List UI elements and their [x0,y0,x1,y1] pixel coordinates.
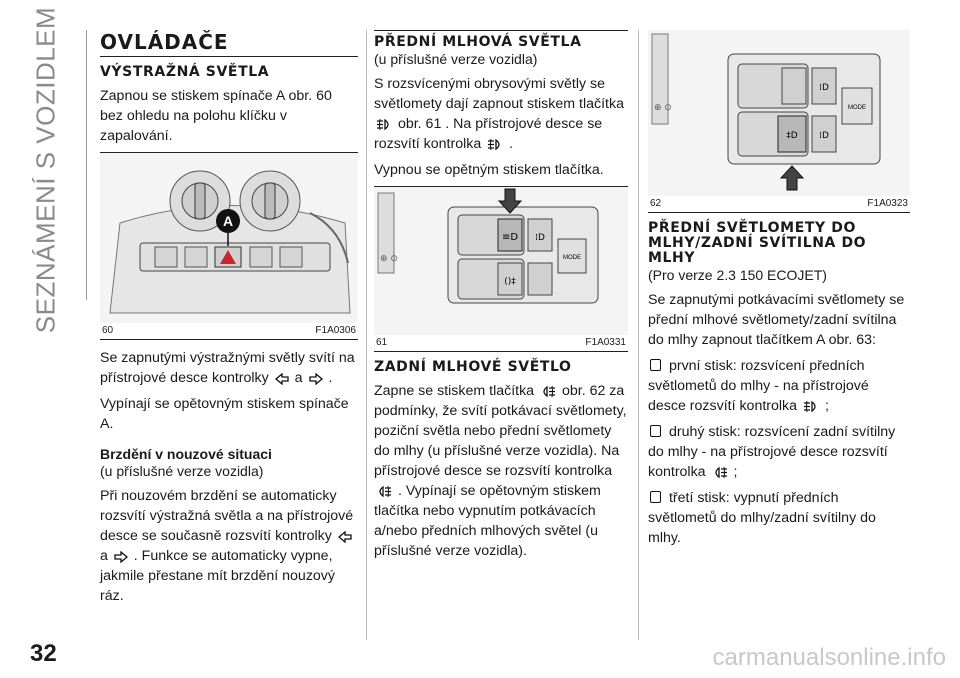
figure-number: 61 [376,337,388,348]
column-3: ⊕ ⊙ ⁞D ‡D ⁞D MODE 62 F1A0323 PŘEDNÍ SVĚT… [648,30,910,554]
checkbox-icon [650,425,661,437]
svg-text:()‡: ()‡ [504,277,516,287]
figure-caption: 62 F1A0323 [648,196,910,212]
section-title-controls: OVLÁDAČE [100,30,358,57]
list-item: druhý stisk: rozsvícení zadní svítilny d… [648,424,896,480]
subheading-emergency-braking: Brzdění v nouzové situaci [100,446,272,462]
front-fog-light-icon [488,138,500,151]
checkbox-icon [650,491,661,503]
paragraph: Při nouzovém brzdění se automaticky rozs… [100,488,354,604]
front-fog-light-icon [377,118,389,131]
svg-text:⊕ ⊙: ⊕ ⊙ [654,103,672,113]
svg-text:⊕ ⊙: ⊕ ⊙ [380,254,398,264]
heading-front-fog-lights: PŘEDNÍ MLHOVÁ SVĚTLA [374,30,628,50]
page-number: 32 [30,640,57,667]
front-fog-light-icon [803,400,816,413]
turn-right-icon [308,373,323,385]
rear-fog-light-icon [379,485,391,498]
mode-button-label: MODE [848,105,866,111]
paragraph: Vypínají se opětovným stiskem spínače A. [100,396,349,432]
turn-left-icon [337,531,352,543]
checkbox-icon [650,359,661,371]
paragraph: Zapne se stiskem tlačítka obr. 62 za pod… [374,383,627,559]
version-note: (Pro verze 2.3 150 ECOJET) [648,267,827,283]
version-note: (u příslušné verze vozidla) [374,51,538,67]
chapter-title: SEZNÁMENÍ S VOZIDLEM [30,6,61,334]
arrow-up-icon [779,165,805,191]
heading-hazard-lights: VÝSTRAŽNÁ SVĚTLA [100,64,270,80]
dashboard-hazard-switch-illustration: A [100,153,358,323]
figure-number: 60 [102,325,114,336]
figure-61: ⊕ ⊙ ≡D ⁞D ()‡ MODE 61 F1A0331 [374,186,628,352]
fog-light-switch-panel-illustration: ⊕ ⊙ ≡D ⁞D ()‡ MODE [374,187,628,335]
figure-60: A 60 F1A0306 [100,152,358,340]
figure-caption: 61 F1A0331 [374,335,628,351]
paragraph: Se zapnutými výstražnými světly svítí na… [100,350,355,386]
version-note: (u příslušné verze vozidla) [100,463,264,479]
sidebar-divider [86,30,87,300]
watermark: carmanualsonline.info [712,644,946,671]
paragraph: Vypnou se opětným stiskem tlačítka. [374,162,604,178]
column-2: PŘEDNÍ MLHOVÁ SVĚTLA (u příslušné verze … [374,30,628,567]
heading-front-fog-rear-fog: PŘEDNÍ SVĚTLOMETY DO MLHY/ZADNÍ SVÍTILNA… [648,220,867,266]
column-1: OVLÁDAČE VÝSTRAŽNÁ SVĚTLA Zapnou se stis… [100,30,358,612]
figure-62: ⊕ ⊙ ⁞D ‡D ⁞D MODE 62 F1A0323 [648,30,910,213]
rear-fog-light-icon [714,466,727,479]
svg-text:⁞D: ⁞D [819,83,829,93]
paragraph: S rozsvícenými obrysovými světly se svět… [374,76,624,152]
arrow-down-icon [497,188,523,214]
list-item: první stisk: rozsvícení předních světlom… [648,358,869,414]
figure-caption: 60 F1A0306 [100,323,358,339]
svg-text:≡D: ≡D [502,232,518,243]
column-divider [638,30,639,640]
svg-text:⁞D: ⁞D [819,131,829,141]
figure-callout-a: A [223,213,233,229]
figure-number: 62 [650,198,662,209]
figure-code: F1A0331 [585,337,626,348]
paragraph: Zapnou se stiskem spínače A obr. 60 bez … [100,88,332,144]
turn-right-icon [114,551,128,563]
column-divider [366,30,367,640]
svg-text:⁞D: ⁞D [535,233,545,243]
figure-code: F1A0306 [315,325,356,336]
mode-button-label: MODE [563,255,581,261]
rear-fog-light-icon [543,385,556,398]
paragraph: Se zapnutými potkávacími světlomety se p… [648,292,905,348]
turn-left-icon [274,373,289,385]
svg-text:‡D: ‡D [786,131,798,141]
chapter-title-vertical: SEZNÁMENÍ S VOZIDLEM [6,7,86,333]
fog-light-switch-panel-illustration: ⊕ ⊙ ⁞D ‡D ⁞D MODE [648,30,910,196]
heading-rear-fog-light: ZADNÍ MLHOVÉ SVĚTLO [374,359,572,375]
figure-code: F1A0323 [867,198,908,209]
list-item: třetí stisk: vypnutí předních světlometů… [648,490,876,546]
